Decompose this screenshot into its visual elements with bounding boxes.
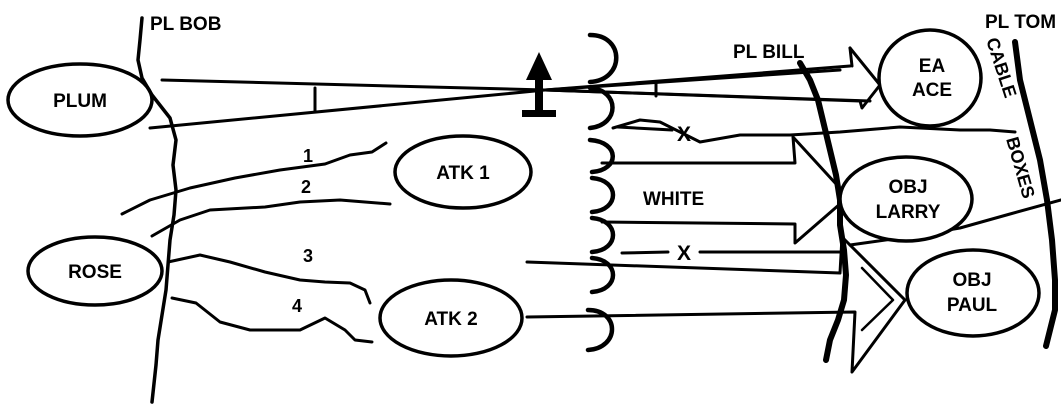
- larry-ellipse: [838, 155, 974, 243]
- up-arrow-icon: [522, 52, 556, 117]
- front-line-arcs: [585, 32, 619, 353]
- plum-ellipse: [6, 62, 154, 138]
- phase-line-bill: [797, 60, 849, 363]
- larry-label-line1: OBJ: [888, 177, 927, 198]
- ea-ace-ellipse: [877, 28, 983, 128]
- arrow-to-paul: [525, 235, 907, 374]
- phase-line-bob-label: PL BOB: [150, 14, 221, 35]
- atk2-ellipse: [378, 278, 524, 358]
- plum-label: PLUM: [53, 91, 107, 112]
- atk1-label: ATK 1: [436, 163, 490, 184]
- route-2-line: [150, 198, 392, 238]
- route-4-line: [170, 296, 374, 344]
- atk2-label: ATK 2: [424, 309, 477, 330]
- arrow-to-larry: [600, 135, 850, 245]
- route-3-label: 3: [303, 246, 313, 266]
- ea-label-line1: EA: [919, 56, 946, 77]
- route-3-line: [166, 253, 372, 305]
- larry-label-line2: LARRY: [876, 202, 941, 223]
- rose-ellipse: [26, 235, 164, 307]
- route-1-line: [120, 141, 388, 216]
- phase-line-tom-label: PL TOM: [985, 12, 1056, 33]
- phase-line-bob: [136, 16, 178, 404]
- route-1-label: 1: [303, 146, 313, 166]
- paul-ellipse: [905, 248, 1041, 338]
- obstacle-line-2: [620, 250, 842, 255]
- route-2-label: 2: [301, 177, 311, 197]
- cable-line: [611, 118, 1017, 144]
- ea-label-line2: ACE: [912, 80, 952, 101]
- boundary-line-lower: [148, 68, 842, 130]
- phase-line-bill-label: PL BILL: [733, 42, 805, 63]
- phase-line-tom: [1012, 39, 1058, 349]
- arrow-to-ea-ace: [543, 46, 882, 110]
- atk1-ellipse: [393, 134, 533, 210]
- obstacle-line-1: [616, 125, 674, 132]
- paul-label-line1: OBJ: [952, 270, 991, 291]
- obstacle-x-2: X: [677, 242, 691, 265]
- white-label: WHITE: [643, 189, 704, 210]
- obstacle-x-1: X: [677, 123, 691, 146]
- route-4-label: 4: [292, 296, 302, 316]
- rose-label: ROSE: [68, 262, 122, 283]
- paul-label-line2: PAUL: [947, 295, 998, 316]
